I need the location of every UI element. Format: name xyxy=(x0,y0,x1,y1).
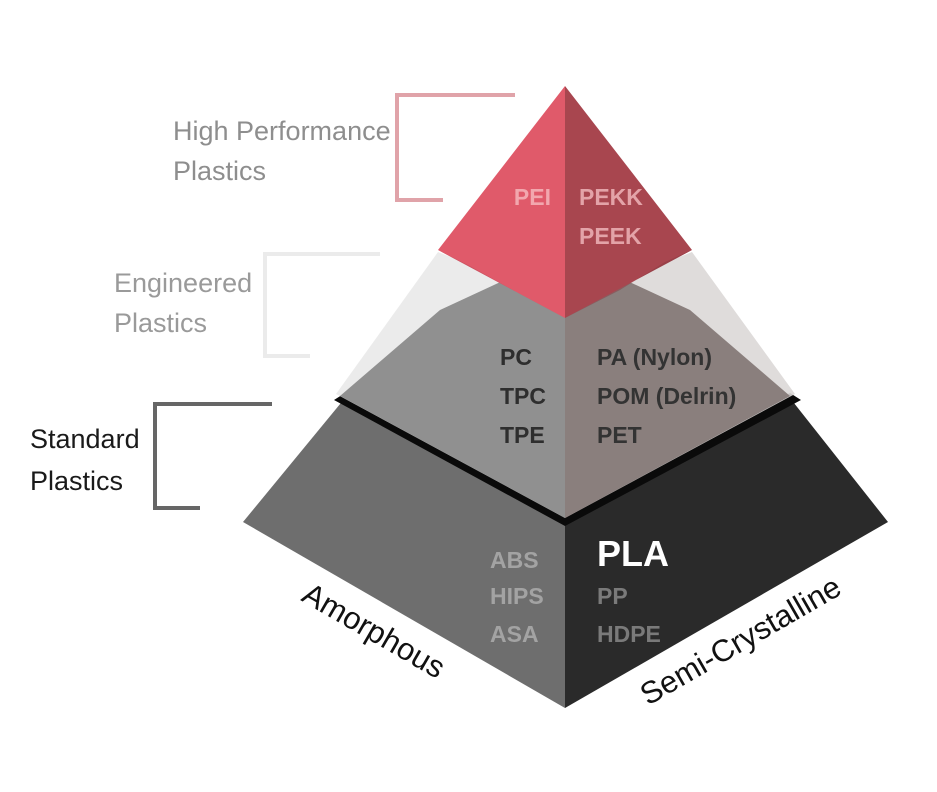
high-perf-label-line1: High Performance xyxy=(173,116,391,146)
standard-tier xyxy=(243,393,888,708)
material-pp: PP xyxy=(597,583,628,609)
standard-label-line1: Standard xyxy=(30,424,140,454)
standard-bracket xyxy=(153,402,272,510)
material-abs: ABS xyxy=(490,547,539,573)
material-tpc: TPC xyxy=(500,383,546,409)
high-perf-left-face xyxy=(438,86,565,318)
material-tpe: TPE xyxy=(500,422,545,448)
high-perf-bracket xyxy=(395,93,515,202)
high-performance-tier xyxy=(438,86,692,318)
material-pla-highlight: PLA xyxy=(597,533,669,574)
engineered-tier xyxy=(336,252,795,518)
standard-label-line2: Plastics xyxy=(30,466,123,496)
engineered-label-line2: Plastics xyxy=(114,308,207,338)
material-hdpe: HDPE xyxy=(597,621,661,647)
material-pei: PEI xyxy=(514,184,551,210)
material-hips: HIPS xyxy=(490,583,544,609)
material-peek: PEEK xyxy=(579,223,642,249)
material-pet: PET xyxy=(597,422,642,448)
material-asa: ASA xyxy=(490,621,539,647)
material-pc: PC xyxy=(500,344,532,370)
engineered-bracket xyxy=(263,252,380,358)
high-perf-shadow-right xyxy=(565,250,692,318)
engineered-label-line1: Engineered xyxy=(114,268,252,298)
high-perf-label-line2: Plastics xyxy=(173,156,266,186)
engineered-right-face xyxy=(565,252,790,518)
high-perf-shadow-left xyxy=(438,250,565,318)
material-pa-nylon: PA (Nylon) xyxy=(597,344,712,370)
material-pekk: PEKK xyxy=(579,184,643,210)
engineered-left-face xyxy=(340,252,565,518)
standard-right-face xyxy=(565,398,888,708)
material-pom-delrin: POM (Delrin) xyxy=(597,383,736,409)
high-perf-right-face xyxy=(565,86,692,318)
